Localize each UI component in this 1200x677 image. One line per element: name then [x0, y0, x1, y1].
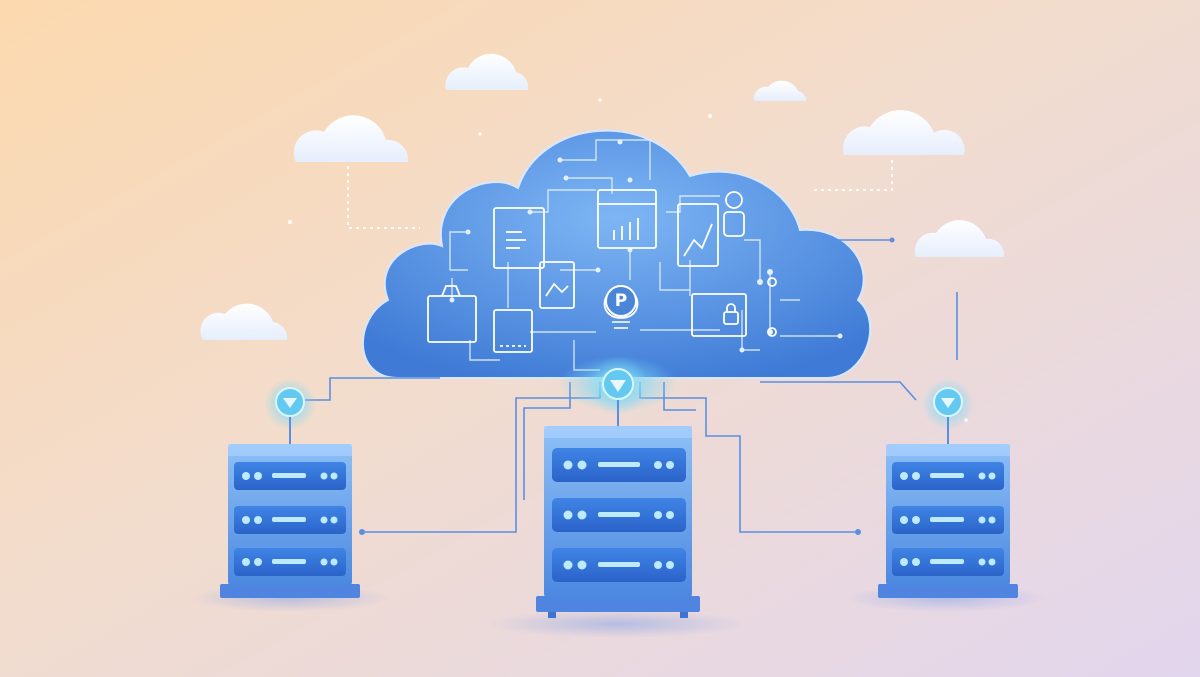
network-node-icon: [767, 277, 777, 337]
dotted-connector: [347, 160, 893, 229]
image-icon: [539, 261, 575, 309]
gem-node-icon: [264, 378, 316, 444]
small-cloud-icon: [293, 115, 409, 162]
bar-chart-icon: [597, 189, 657, 249]
central-cloud: [361, 129, 872, 379]
right-server: [846, 444, 1046, 612]
small-cloud-icon: [914, 220, 1005, 257]
gem-node-icon: [922, 378, 974, 444]
connection-dots: [359, 237, 895, 535]
small-cloud-icon: [753, 80, 807, 101]
folder-icon: [427, 285, 477, 343]
document-icon: [493, 207, 545, 269]
circuit-lines: [449, 139, 840, 371]
small-cloud-icon: [842, 110, 965, 155]
left-server: [190, 444, 390, 612]
user-icon: [723, 191, 745, 237]
gem-node-icon: [588, 356, 648, 426]
center-server: [488, 426, 748, 638]
cloud-upload-icon: [493, 309, 533, 353]
lock-icon: [691, 293, 747, 337]
lightbulb-icon: [603, 285, 639, 329]
circuit-dots: [449, 139, 843, 353]
line-chart-icon: [677, 203, 719, 267]
small-cloud-icon: [200, 303, 288, 340]
small-cloud-icon: [445, 53, 529, 90]
